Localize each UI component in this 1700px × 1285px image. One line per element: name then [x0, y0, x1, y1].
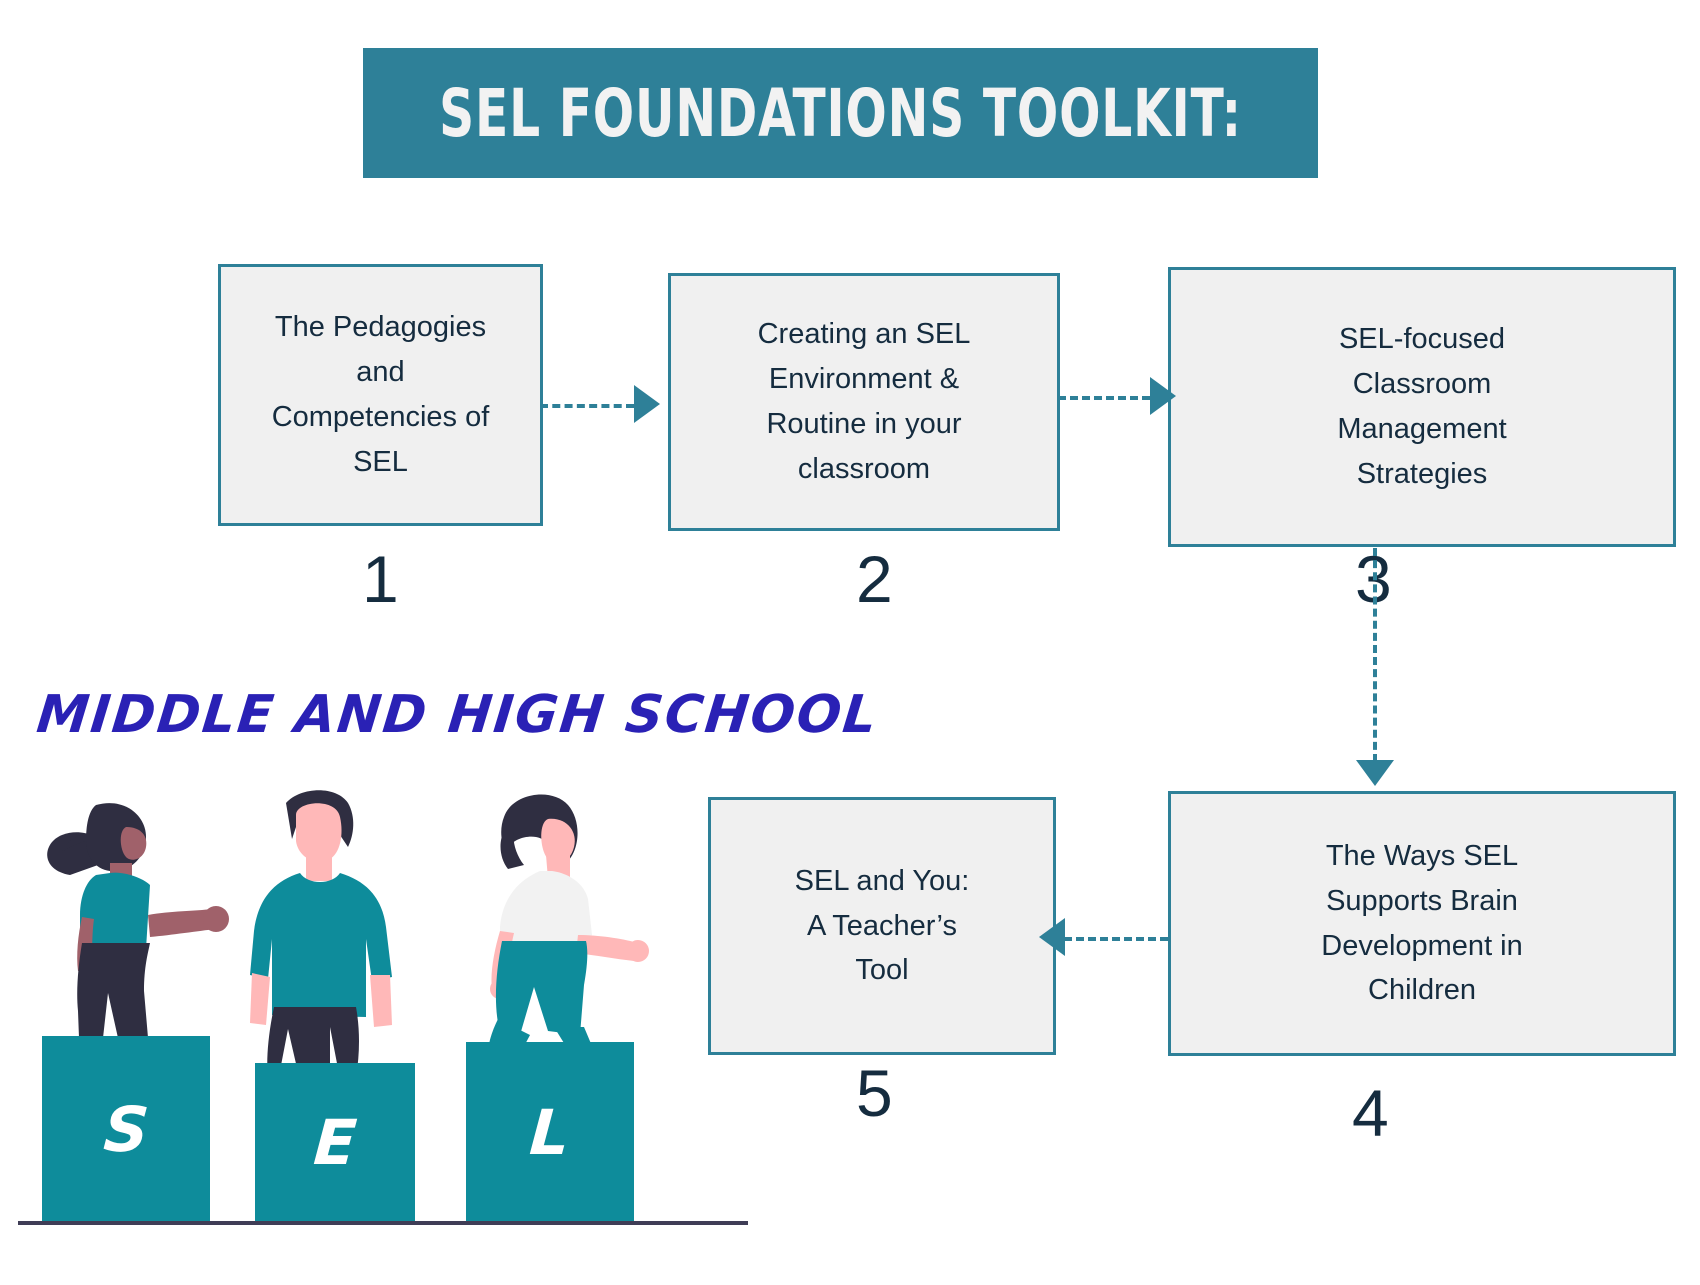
flow-step-box-2[interactable]: Creating an SEL Environment & Routine in…	[668, 273, 1060, 531]
figure-student-short-hair	[250, 790, 392, 1091]
podium-block-l: L	[466, 1042, 634, 1222]
flow-step-box-1[interactable]: The Pedagogies and Competencies of SEL	[218, 264, 543, 526]
podium-block-e: E	[255, 1063, 415, 1222]
step-number-2: 2	[856, 542, 893, 616]
connector-line-2-to-3	[1058, 396, 1150, 400]
flow-step-label-2: Creating an SEL Environment & Routine in…	[757, 318, 971, 485]
arrow-down-icon-3-to-4	[1356, 760, 1394, 786]
arrow-right-icon-1-to-2	[634, 385, 660, 423]
connector-line-1-to-2	[540, 404, 634, 408]
arrow-right-icon-2-to-3	[1150, 377, 1176, 415]
podium-letter-l: L	[527, 1095, 573, 1169]
podium-letter-e: E	[311, 1106, 359, 1179]
figure-student-with-ponytail	[47, 803, 229, 1075]
step-number-4: 4	[1352, 1076, 1389, 1150]
flow-step-label-3: SEL-focused Classroom Management Strateg…	[1337, 323, 1507, 490]
flow-step-box-4[interactable]: The Ways SEL Supports Brain Development …	[1168, 791, 1676, 1056]
connector-line-3-to-4	[1373, 548, 1377, 762]
arrow-left-icon-4-to-5	[1039, 918, 1065, 956]
step-number-5: 5	[856, 1056, 893, 1130]
flow-step-box-5[interactable]: SEL and You: A Teacher’s Tool	[708, 797, 1056, 1055]
connector-line-4-to-5	[1064, 937, 1168, 941]
page-title: SEL FOUNDATIONS TOOLKIT:	[439, 74, 1242, 152]
students-illustration	[47, 790, 649, 1091]
flow-step-label-1: The Pedagogies and Competencies of SEL	[271, 311, 490, 478]
flow-step-label-5: SEL and You: A Teacher’s Tool	[794, 864, 970, 987]
title-banner: SEL FOUNDATIONS TOOLKIT:	[363, 48, 1318, 178]
ground-line	[18, 1221, 748, 1225]
step-number-1: 1	[362, 542, 399, 616]
podium-letter-s: S	[101, 1092, 151, 1166]
figure-student-walking	[473, 794, 649, 1083]
flow-step-box-3[interactable]: SEL-focused Classroom Management Strateg…	[1168, 267, 1676, 547]
podium-block-s: S	[42, 1036, 210, 1222]
flow-step-label-4: The Ways SEL Supports Brain Development …	[1321, 839, 1523, 1007]
